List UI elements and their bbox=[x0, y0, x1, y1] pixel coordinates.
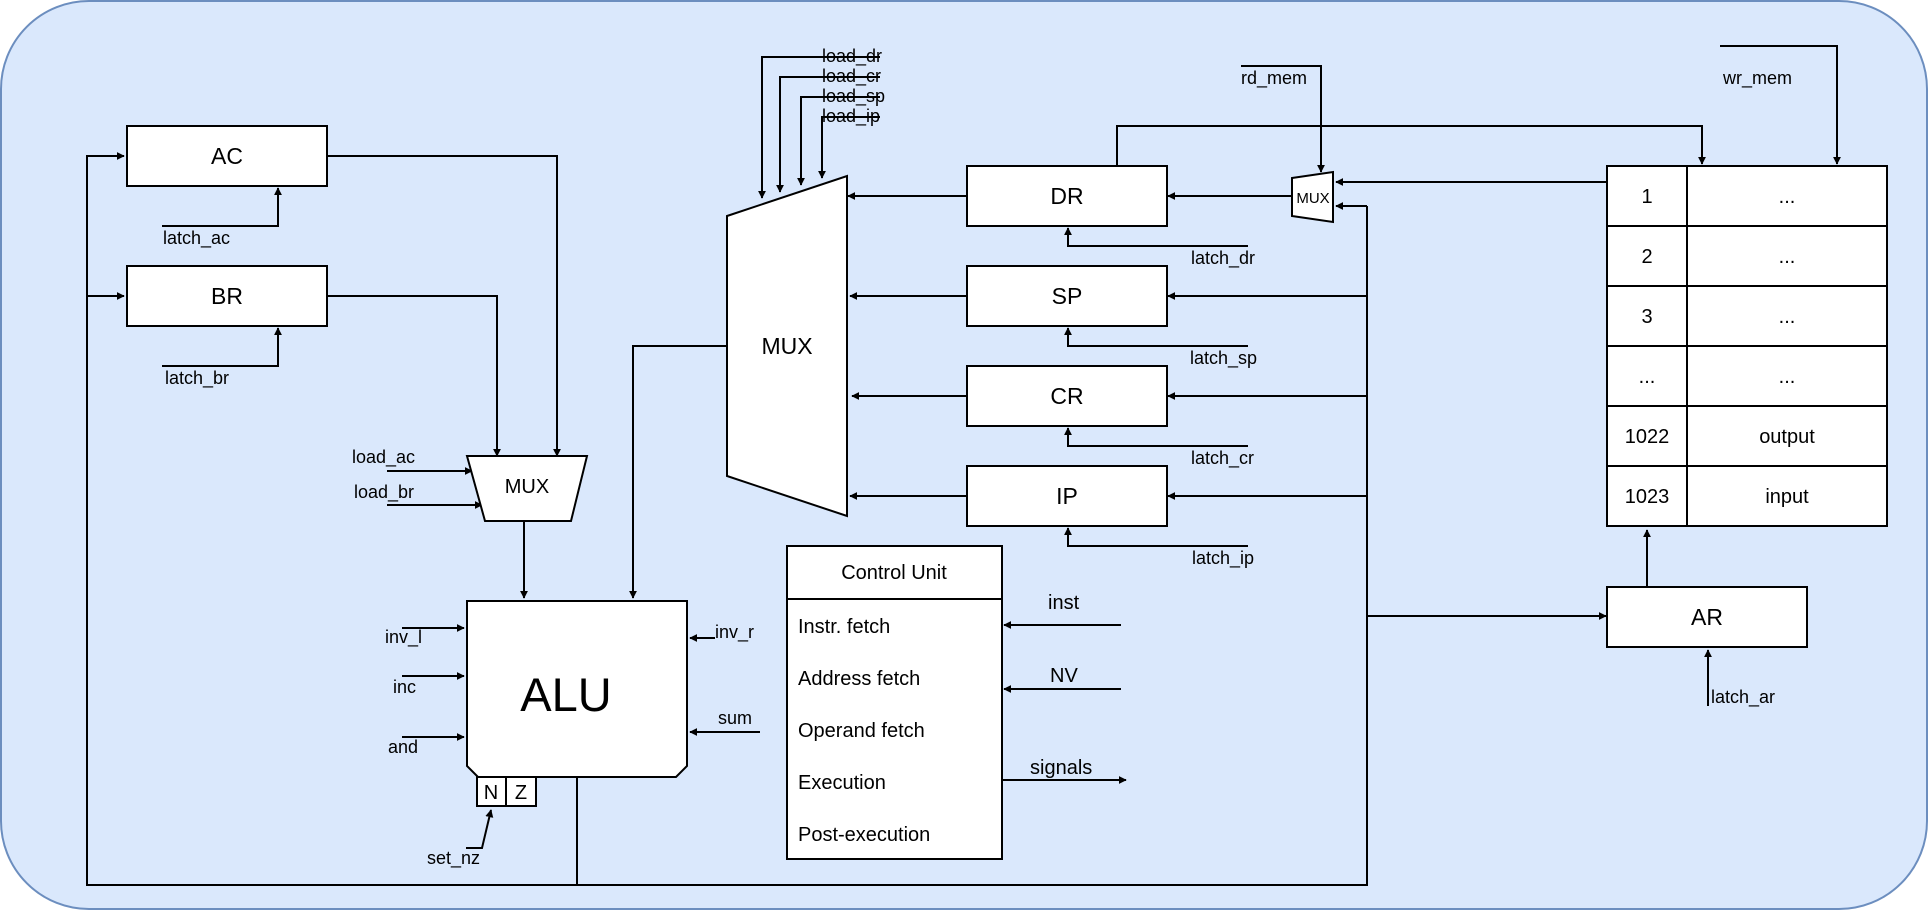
center-mux-label: MUX bbox=[761, 333, 812, 359]
stage-instr-fetch: Instr. fetch bbox=[798, 616, 890, 638]
control-unit: Control Unit Instr. fetch Address fetch … bbox=[786, 545, 1003, 860]
memory-address: 1023 bbox=[1625, 486, 1670, 508]
signal-load-br: load_br bbox=[354, 482, 414, 503]
signal-load-dr: load_dr bbox=[822, 46, 882, 67]
signal-load-cr: load_cr bbox=[822, 66, 881, 87]
signal-inv-l: inv_l bbox=[385, 627, 422, 648]
signal-load-sp: load_sp bbox=[822, 86, 885, 107]
center-mux: MUX bbox=[726, 174, 848, 518]
register-ar-label: AR bbox=[1691, 604, 1723, 630]
memory-address: ... bbox=[1639, 366, 1656, 388]
register-sp: SP bbox=[966, 265, 1168, 327]
register-br-label: BR bbox=[211, 283, 243, 309]
signal-wr-mem: wr_mem bbox=[1722, 68, 1792, 89]
left-mux: MUX bbox=[465, 455, 589, 522]
control-unit-title: Control Unit bbox=[841, 562, 947, 584]
signal-set-nz: set_nz bbox=[427, 848, 480, 869]
signal-latch-ar: latch_ar bbox=[1711, 687, 1775, 708]
signal-latch-ip: latch_ip bbox=[1192, 548, 1254, 569]
memory-address: 2 bbox=[1641, 246, 1652, 268]
stage-address-fetch: Address fetch bbox=[798, 668, 920, 690]
flag-n-label: N bbox=[484, 782, 498, 804]
left-mux-label: MUX bbox=[505, 476, 549, 498]
register-sp-label: SP bbox=[1052, 283, 1083, 309]
register-cr: CR bbox=[966, 365, 1168, 427]
memory-value: ... bbox=[1779, 246, 1796, 268]
alu-label: ALU bbox=[520, 668, 611, 721]
memory-mux-label: MUX bbox=[1296, 190, 1329, 207]
memory-value: ... bbox=[1779, 306, 1796, 328]
stage-post-execution: Post-execution bbox=[798, 824, 930, 846]
register-ar: AR bbox=[1606, 586, 1808, 648]
signal-inv-r: inv_r bbox=[715, 622, 754, 643]
control-input-nv: NV bbox=[1050, 665, 1078, 687]
memory-value: input bbox=[1765, 486, 1809, 508]
signal-inc: inc bbox=[393, 677, 416, 697]
register-dr-label: DR bbox=[1050, 183, 1083, 209]
signal-and: and bbox=[388, 737, 418, 757]
memory-address: 1 bbox=[1641, 186, 1652, 208]
stage-execution: Execution bbox=[798, 772, 886, 794]
stage-operand-fetch: Operand fetch bbox=[798, 720, 925, 742]
signal-sum: sum bbox=[718, 708, 752, 728]
register-cr-label: CR bbox=[1050, 383, 1083, 409]
memory-table: 1 ... 2 ... 3 ... ... ... 1022 output 10… bbox=[1606, 165, 1888, 527]
signal-latch-sp: latch_sp bbox=[1190, 348, 1257, 369]
control-input-inst: inst bbox=[1048, 592, 1080, 614]
flag-z-label: Z bbox=[515, 782, 527, 804]
wires bbox=[86, 45, 1841, 886]
alu: ALU bbox=[466, 600, 688, 778]
signal-load-ip: load_ip bbox=[822, 106, 880, 127]
register-ip: IP bbox=[966, 465, 1168, 527]
memory-mux: MUX bbox=[1291, 170, 1334, 224]
signal-rd-mem: rd_mem bbox=[1241, 68, 1307, 89]
signal-load-ac: load_ac bbox=[352, 447, 415, 468]
register-br: BR bbox=[126, 265, 328, 327]
signal-labels: latch_ac latch_br load_ac load_br inv_l … bbox=[163, 46, 1792, 869]
signal-latch-dr: latch_dr bbox=[1191, 248, 1255, 269]
flag-z: Z bbox=[505, 776, 537, 807]
register-ip-label: IP bbox=[1056, 483, 1078, 509]
signal-latch-ac: latch_ac bbox=[163, 228, 230, 249]
control-output-signals: signals bbox=[1030, 757, 1092, 779]
signal-latch-br: latch_br bbox=[165, 368, 229, 389]
signal-latch-cr: latch_cr bbox=[1191, 448, 1254, 469]
memory-address: 1022 bbox=[1625, 426, 1670, 448]
memory-value: ... bbox=[1779, 186, 1796, 208]
memory-address: 3 bbox=[1641, 306, 1652, 328]
register-dr: DR bbox=[966, 165, 1168, 227]
flag-n: N bbox=[476, 776, 507, 807]
register-ac-label: AC bbox=[211, 143, 243, 169]
register-ac: AC bbox=[126, 125, 328, 187]
memory-value: output bbox=[1759, 426, 1815, 448]
memory-value: ... bbox=[1779, 366, 1796, 388]
